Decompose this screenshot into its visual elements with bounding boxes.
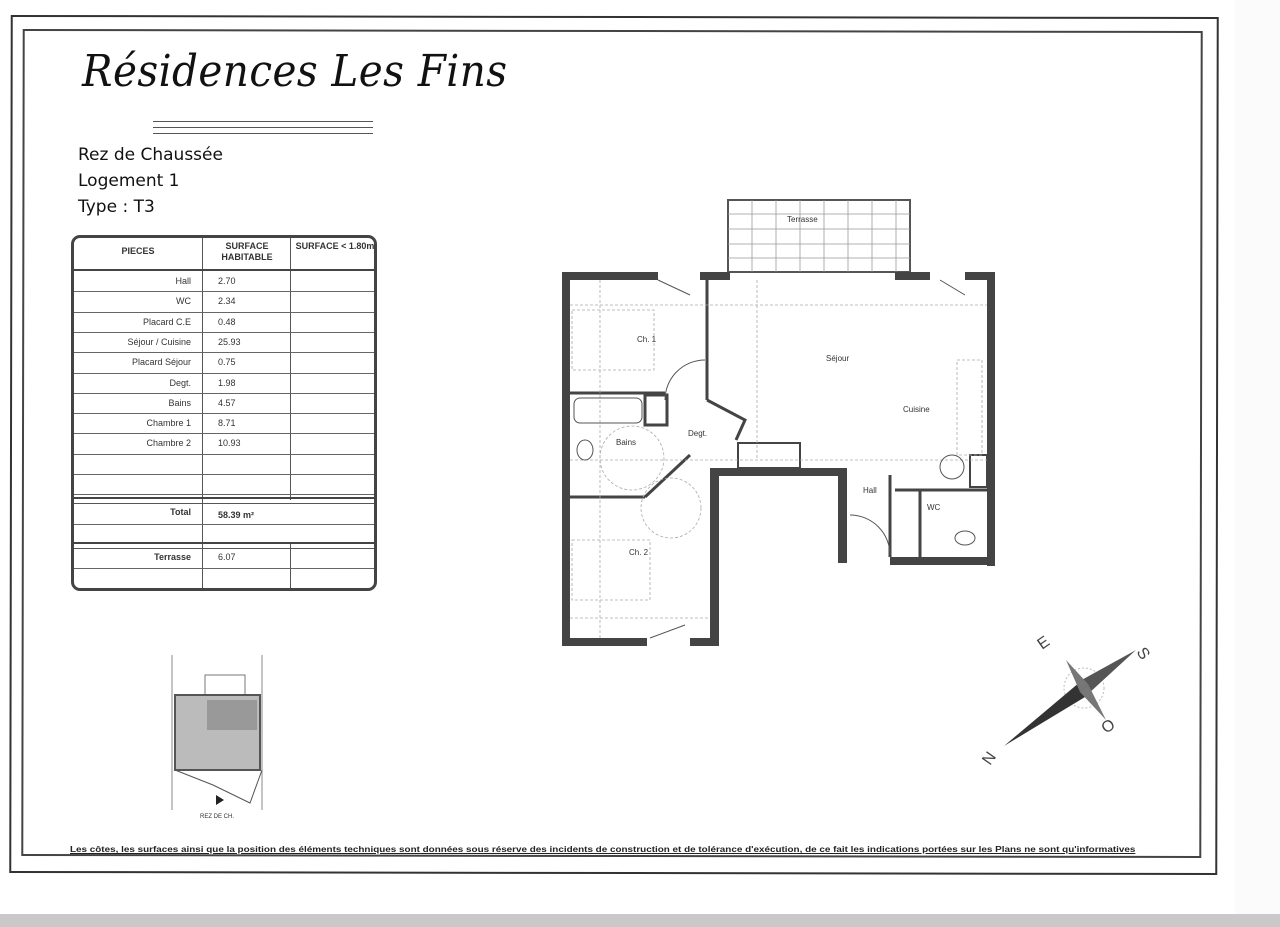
- compass-e: E: [1035, 633, 1053, 653]
- table-row-surface: 8.71: [218, 418, 236, 429]
- surface-table: PIECES SURFACE HABITABLE SURFACE < 1.80m…: [71, 235, 377, 591]
- exterior-walls: [562, 272, 995, 646]
- table-row-piece: Degt.: [169, 377, 191, 388]
- row-divider: [74, 453, 374, 455]
- room-label-cuisine: Cuisine: [903, 405, 930, 414]
- row-divider: [74, 352, 374, 354]
- unit-label: Logement 1: [78, 171, 180, 191]
- column-divider: [290, 544, 291, 588]
- interior-walls: [570, 280, 988, 557]
- table-row-piece: Placard Séjour: [131, 357, 191, 368]
- table-row-surface: 4.57: [218, 397, 236, 408]
- table-row-piece: Placard C.E: [142, 316, 191, 327]
- terrasse-label: Terrasse: [154, 552, 191, 562]
- row-divider: [74, 372, 374, 374]
- terrasse-value: 6.07: [218, 552, 236, 562]
- compass-rose-icon: E S O N: [979, 633, 1152, 768]
- locator-label: REZ DE CH.: [200, 814, 234, 820]
- row-divider: [74, 392, 374, 394]
- table-row-surface: 1.98: [218, 377, 236, 388]
- header-pieces: PIECES: [121, 246, 155, 256]
- fixtures: [573, 279, 976, 639]
- row-divider: [74, 568, 374, 569]
- compass-o: O: [1099, 716, 1119, 737]
- room-label-bains: Bains: [616, 438, 636, 447]
- table-row-piece: Séjour / Cuisine: [127, 336, 191, 347]
- title-rule: [153, 133, 373, 134]
- room-label-terrasse: Terrasse: [787, 215, 818, 224]
- table-row-surface: 0.75: [218, 357, 236, 368]
- header-surface-habitable: SURFACE HABITABLE: [221, 241, 273, 262]
- column-divider: [202, 238, 203, 588]
- table-row-surface: 2.70: [218, 276, 236, 286]
- row-divider: [74, 291, 374, 293]
- location-marker-icon: [216, 795, 224, 805]
- row-divider: [74, 331, 374, 333]
- room-label-wc: WC: [927, 503, 941, 512]
- disclaimer-footer: Les côtes, les surfaces ainsi que la pos…: [70, 845, 1136, 854]
- row-divider: [74, 433, 374, 435]
- room-label-sejour: Séjour: [826, 354, 849, 363]
- scan-bottom-edge: [0, 914, 1280, 927]
- table-row-piece: Chambre 1: [146, 418, 191, 429]
- table-row-piece: Chambre 2: [146, 438, 191, 449]
- row-divider: [74, 524, 374, 525]
- title-rule: [153, 121, 373, 122]
- table-row-piece: Hall: [175, 276, 191, 286]
- table-row-piece: WC: [176, 296, 191, 307]
- document-title: Résidences Les Fins: [82, 46, 508, 97]
- row-divider: [74, 494, 374, 496]
- room-labels: Terrasse Ch. 1 Séjour Cuisine Bains Degt…: [616, 215, 941, 557]
- section-divider: [74, 497, 374, 504]
- title-rule: [153, 127, 373, 128]
- room-label-ch1: Ch. 1: [637, 335, 657, 344]
- scan-margin: [1235, 0, 1280, 914]
- type-label: Type : T3: [78, 197, 155, 217]
- room-label-ch2: Ch. 2: [629, 548, 649, 557]
- total-label: Total: [170, 507, 191, 517]
- table-row-surface: 10.93: [218, 438, 241, 449]
- table-row-surface: 0.48: [218, 316, 236, 327]
- row-divider: [74, 474, 374, 475]
- room-label-degt: Degt.: [688, 429, 707, 438]
- table-row-surface: 25.93: [218, 336, 241, 347]
- row-divider: [74, 311, 374, 313]
- locator-plan: REZ DE CH.: [171, 655, 263, 820]
- header-surface-low: SURFACE < 1.80m: [295, 241, 375, 251]
- terrasse-area: [727, 199, 911, 273]
- dimension-lines: [570, 280, 987, 638]
- table-row-piece: Bains: [168, 397, 191, 408]
- section-divider: [74, 542, 374, 549]
- column-divider: [290, 238, 291, 500]
- room-label-hall: Hall: [863, 486, 877, 495]
- table-row-surface: 2.34: [218, 296, 236, 307]
- row-divider: [74, 413, 374, 415]
- header-divider: [74, 269, 374, 271]
- compass-n: N: [979, 749, 1000, 768]
- floor-label: Rez de Chaussée: [78, 145, 223, 165]
- total-value: 58.39 m²: [218, 510, 255, 520]
- compass-s: S: [1133, 645, 1153, 663]
